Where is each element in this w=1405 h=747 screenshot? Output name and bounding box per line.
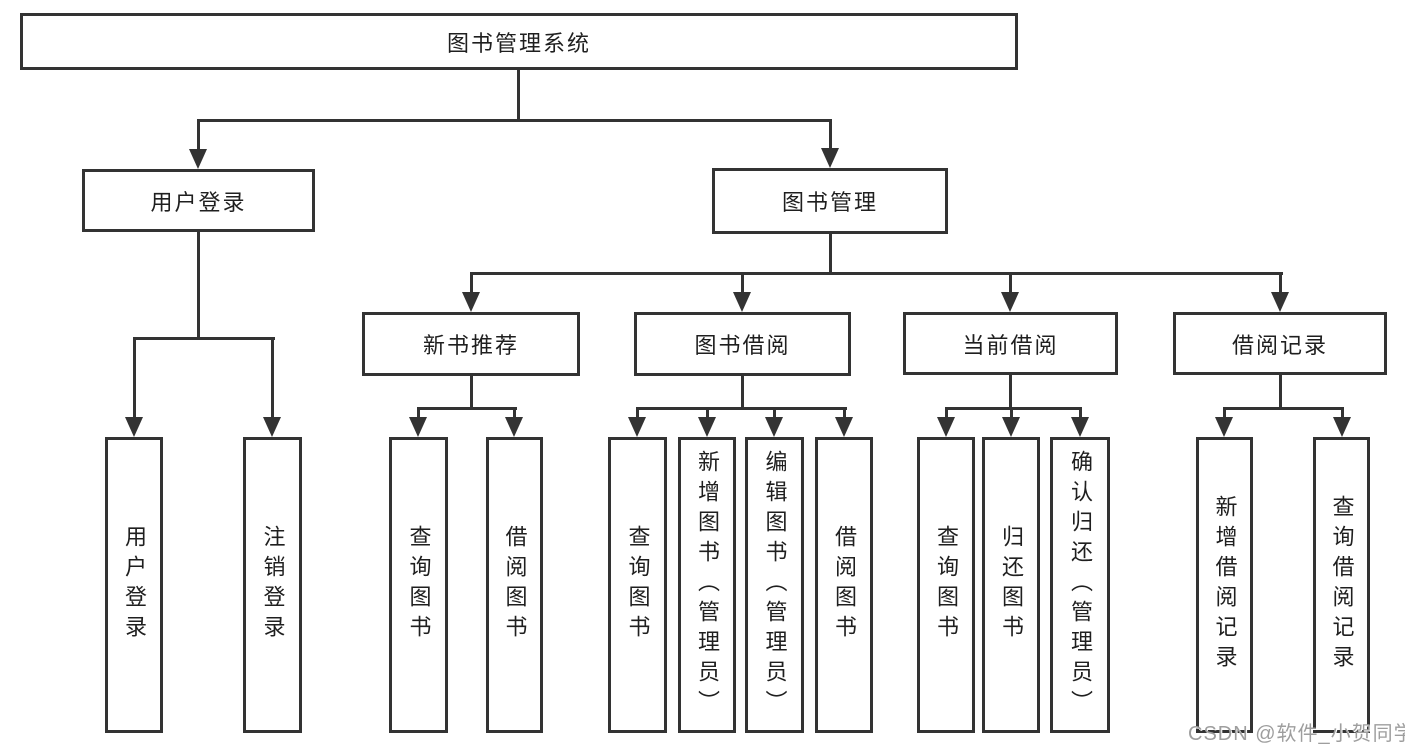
node-borrow-records: 借阅记录 <box>1173 312 1387 375</box>
leaf-records-query-borrow-record: 查询借阅记录 <box>1313 437 1370 733</box>
leaf-label: 归还图书 <box>999 525 1024 645</box>
arrow-to-br-query <box>1340 407 1344 417</box>
node-book-borrow: 图书借阅 <box>634 312 851 376</box>
connector-root-horizontal <box>197 119 831 122</box>
leaf-label: 借阅图书 <box>832 525 857 645</box>
leaf-logout-login: 注销登录 <box>243 437 302 733</box>
leaf-label: 用户登录 <box>122 525 147 645</box>
arrow-to-bb-borrow <box>842 407 846 417</box>
arrow-to-br-add <box>1222 407 1226 417</box>
node-label: 图书管理系统 <box>446 30 591 56</box>
connector-user-login-vertical <box>197 231 200 339</box>
connector-book-borrow-horizontal <box>636 407 847 410</box>
leaf-label: 编辑图书（管理员） <box>762 450 788 720</box>
leaf-label: 查询借阅记录 <box>1329 495 1355 675</box>
leaf-currentborrow-confirm-return-admin: 确认归还（管理员） <box>1050 437 1110 733</box>
leaf-user-login: 用户登录 <box>105 437 163 733</box>
connector-book-mgmt-vertical <box>829 233 832 274</box>
node-root-library-system: 图书管理系统 <box>20 13 1018 70</box>
connector-root-vertical <box>517 68 520 120</box>
arrow-to-cb-return <box>1009 407 1013 417</box>
leaf-bookborrow-borrow-books: 借阅图书 <box>815 437 873 733</box>
arrow-to-leaf-logout <box>270 337 274 417</box>
connector-book-borrow-vertical <box>741 375 744 409</box>
leaf-label: 确认归还（管理员） <box>1068 450 1093 720</box>
arrow-to-book-management <box>828 119 832 148</box>
leaf-label: 注销登录 <box>260 525 286 645</box>
leaf-label: 新增借阅记录 <box>1212 495 1238 675</box>
arrow-to-cb-query <box>944 407 948 417</box>
arrow-to-nb-query <box>416 407 420 417</box>
leaf-bookborrow-add-books-admin: 新增图书（管理员） <box>678 437 736 733</box>
node-label: 借阅记录 <box>1231 332 1328 358</box>
leaf-label: 查询图书 <box>406 525 432 645</box>
connector-new-book-vertical <box>470 375 473 409</box>
connector-current-borrow-vertical <box>1009 374 1012 409</box>
arrow-to-current-borrow <box>1008 272 1012 292</box>
arrow-to-bb-query <box>635 407 639 417</box>
arrow-to-bb-edit <box>772 407 776 417</box>
leaf-currentborrow-return-books: 归还图书 <box>982 437 1040 733</box>
leaf-newbook-borrow-books: 借阅图书 <box>486 437 543 733</box>
connector-borrow-records-horizontal <box>1223 407 1344 410</box>
arrow-to-new-book <box>469 272 473 292</box>
node-current-borrow: 当前借阅 <box>903 312 1118 375</box>
node-user-login: 用户登录 <box>82 169 315 232</box>
arrow-to-leaf-login <box>132 337 136 417</box>
node-new-book-recommend: 新书推荐 <box>362 312 580 376</box>
arrow-to-cb-confirm <box>1078 407 1082 417</box>
arrow-to-borrow-records <box>1278 272 1282 292</box>
leaf-label: 新增图书（管理员） <box>695 450 720 720</box>
node-label: 新书推荐 <box>422 333 519 358</box>
leaf-label: 借阅图书 <box>502 525 528 645</box>
node-label: 当前借阅 <box>962 332 1059 358</box>
connector-borrow-records-vertical <box>1279 374 1282 409</box>
connector-book-mgmt-horizontal <box>470 272 1283 275</box>
node-book-management: 图书管理 <box>712 168 948 234</box>
leaf-label: 查询图书 <box>625 525 651 645</box>
node-label: 用户登录 <box>150 189 247 215</box>
csdn-watermark: CSDN @软件_小贺同学 <box>1188 723 1405 745</box>
connector-new-book-horizontal <box>417 407 517 410</box>
leaf-currentborrow-query-books: 查询图书 <box>917 437 975 733</box>
arrow-to-bb-add <box>705 407 709 417</box>
arrow-to-nb-borrow <box>512 407 516 417</box>
connector-user-login-horizontal <box>133 337 275 340</box>
connector-current-borrow-horizontal <box>945 407 1082 410</box>
node-label: 图书管理 <box>781 190 878 215</box>
leaf-label: 查询图书 <box>934 525 959 645</box>
leaf-records-add-borrow-record: 新增借阅记录 <box>1196 437 1253 733</box>
arrow-to-book-borrow <box>740 272 744 292</box>
leaf-newbook-query-books: 查询图书 <box>389 437 448 733</box>
leaf-bookborrow-query-books: 查询图书 <box>608 437 667 733</box>
node-label: 图书借阅 <box>694 333 791 358</box>
arrow-to-user-login <box>196 119 200 149</box>
leaf-bookborrow-edit-books-admin: 编辑图书（管理员） <box>745 437 804 733</box>
